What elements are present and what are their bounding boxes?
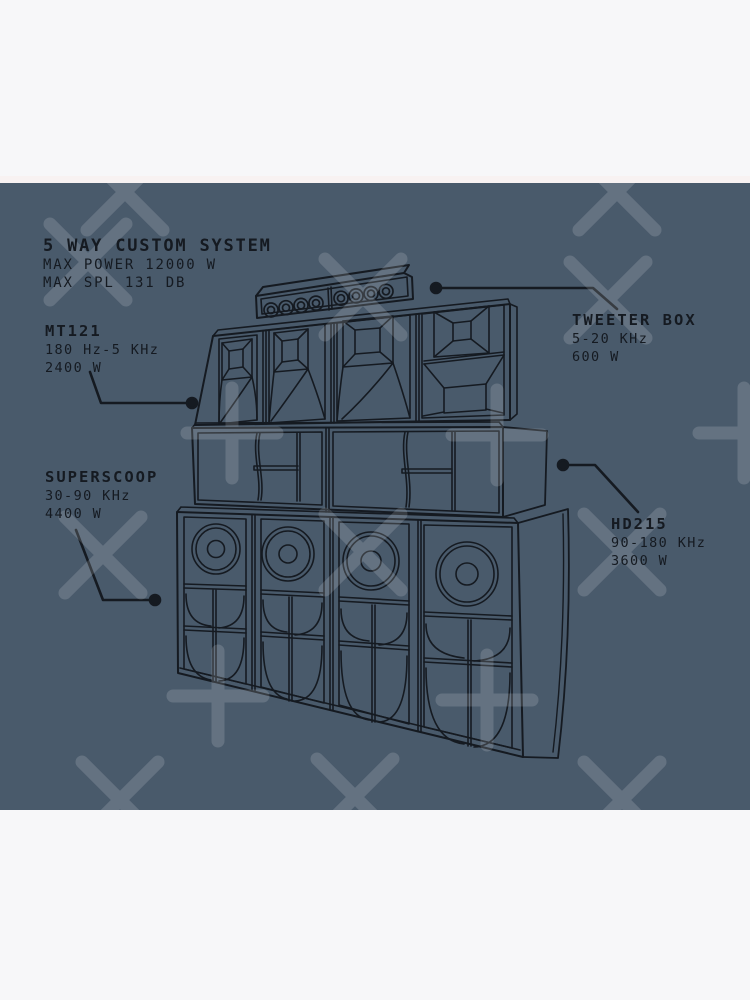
superscoop-row-drawing xyxy=(176,506,570,759)
max-power-line: MAX POWER 12000 W xyxy=(43,257,217,273)
superscoop-name: SUPERSCOOP xyxy=(45,468,159,486)
hd215-row-drawing xyxy=(191,421,548,518)
system-title: 5 WAY CUSTOM SYSTEM xyxy=(43,236,272,256)
hd215-power: 3600 W xyxy=(611,553,669,569)
tweeter-box-frequency: 5-20 KHz xyxy=(572,331,649,347)
margin-accent-strip xyxy=(0,176,750,183)
label-tweeter-box: TWEETER BOX 5-20 KHz 600 W xyxy=(572,311,697,366)
superscoop-power: 4400 W xyxy=(45,506,103,522)
speaker-stack-drawing xyxy=(74,264,640,759)
label-mt121: MT121 180 Hz-5 KHz 2400 W xyxy=(45,322,159,377)
callout-tweeter-box xyxy=(429,281,619,311)
label-hd215: HD215 90-180 KHz 3600 W xyxy=(611,515,706,570)
label-superscoop: SUPERSCOOP 30-90 KHz 4400 W xyxy=(45,468,158,523)
hd215-name: HD215 xyxy=(611,515,668,533)
tweeter-box-name: TWEETER BOX xyxy=(572,311,697,329)
max-spl-line: MAX SPL 131 DB xyxy=(43,275,187,291)
callout-hd215 xyxy=(556,458,640,514)
tweeter-box-power: 600 W xyxy=(572,349,620,365)
mt121-power: 2400 W xyxy=(45,360,103,376)
mt121-name: MT121 xyxy=(45,322,102,340)
top-margin xyxy=(0,0,750,176)
tweeter-bar-drawing xyxy=(255,264,414,319)
mt121-row-drawing xyxy=(194,298,518,426)
mt121-frequency: 180 Hz-5 KHz xyxy=(45,342,160,358)
callout-superscoop xyxy=(74,528,162,607)
system-title-block: 5 WAY CUSTOM SYSTEM MAX POWER 12000 W MA… xyxy=(43,236,272,292)
superscoop-frequency: 30-90 KHz xyxy=(45,488,131,504)
callout-mt121 xyxy=(88,370,199,410)
bottom-margin xyxy=(0,810,750,1000)
hd215-frequency: 90-180 KHz xyxy=(611,535,707,551)
